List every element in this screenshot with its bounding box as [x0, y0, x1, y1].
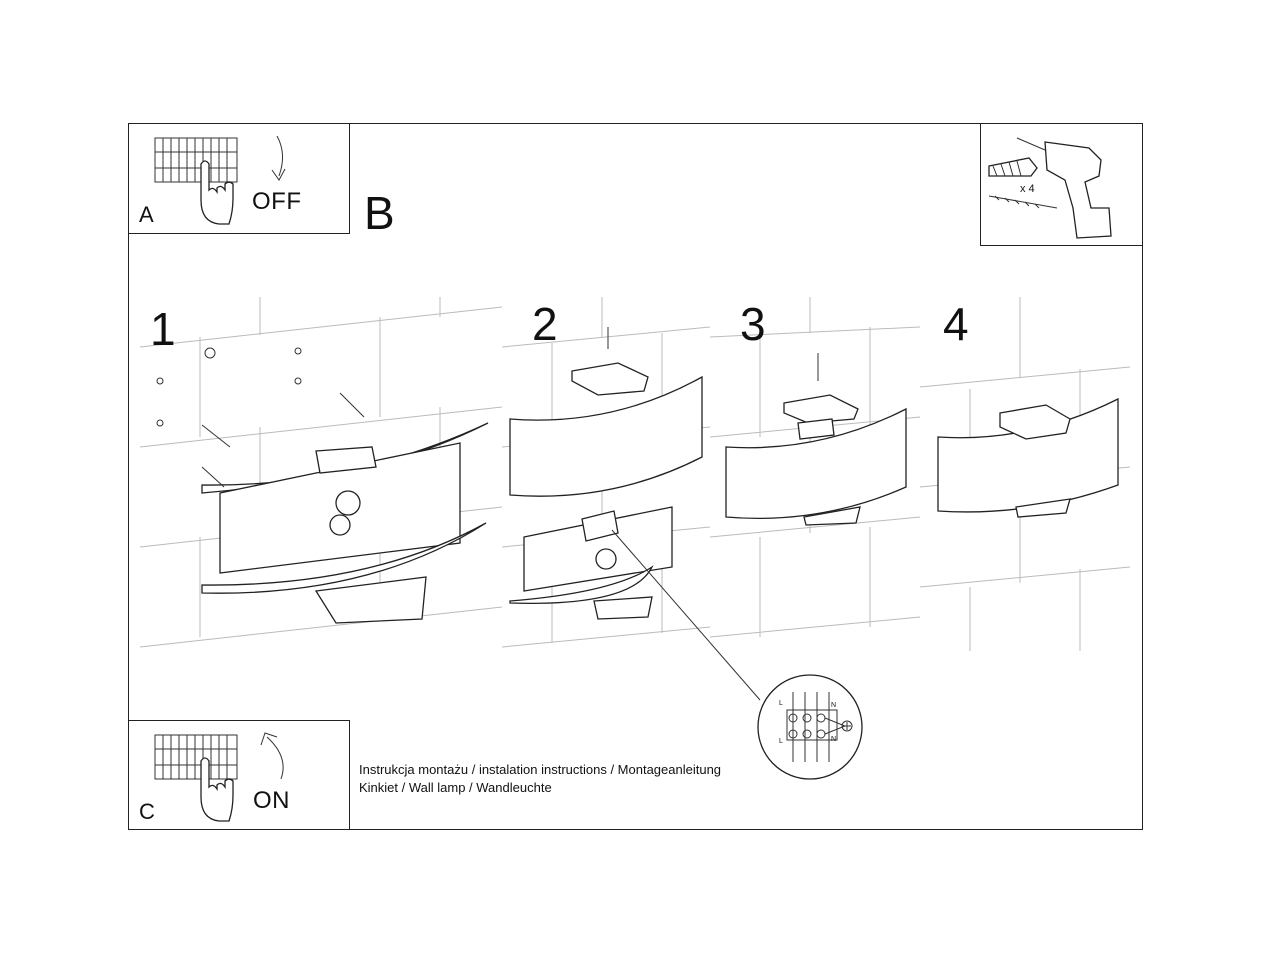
instruction-sheet: [128, 123, 1143, 830]
anchor-quantity-label: x 4: [1020, 183, 1035, 195]
step-number-3: 3: [740, 298, 766, 350]
power-on-label: ON: [253, 787, 290, 814]
tools-box: x 4: [980, 123, 1143, 246]
terminal-block-icon: [757, 674, 863, 780]
power-off-box: A OFF: [128, 123, 350, 234]
wiring-label-n-bottom: N: [831, 736, 837, 743]
power-on-box: C ON: [128, 720, 350, 830]
power-off-label: OFF: [252, 188, 302, 215]
step-letter-c: C: [139, 799, 155, 824]
wall-bricks-2: [501, 297, 711, 648]
wall-bricks-3: [709, 297, 921, 638]
step-letter-a: A: [139, 202, 154, 227]
breaker-panel-icon: [154, 732, 284, 822]
wiring-label-l-top: L: [779, 700, 783, 707]
section-letter-b: B: [364, 187, 395, 239]
caption-title: Instrukcja montażu / instalation instruc…: [359, 762, 722, 777]
step-number-4: 4: [943, 298, 969, 350]
breaker-panel-icon: [154, 135, 286, 225]
wiring-detail: L L N N: [757, 674, 863, 780]
wiring-label-l-bottom: L: [779, 738, 783, 745]
wall-bricks-1: [139, 297, 503, 648]
document-caption: Instrukcja montażu / instalation instruc…: [359, 761, 721, 797]
wall-bricks-4: [919, 297, 1131, 651]
drill-icon: [988, 137, 1112, 239]
caption-product: Kinkiet / Wall lamp / Wandleuchte: [359, 780, 552, 795]
wiring-label-n-top: N: [831, 702, 837, 709]
step-number-2: 2: [532, 298, 558, 350]
step-number-1: 1: [150, 303, 176, 355]
